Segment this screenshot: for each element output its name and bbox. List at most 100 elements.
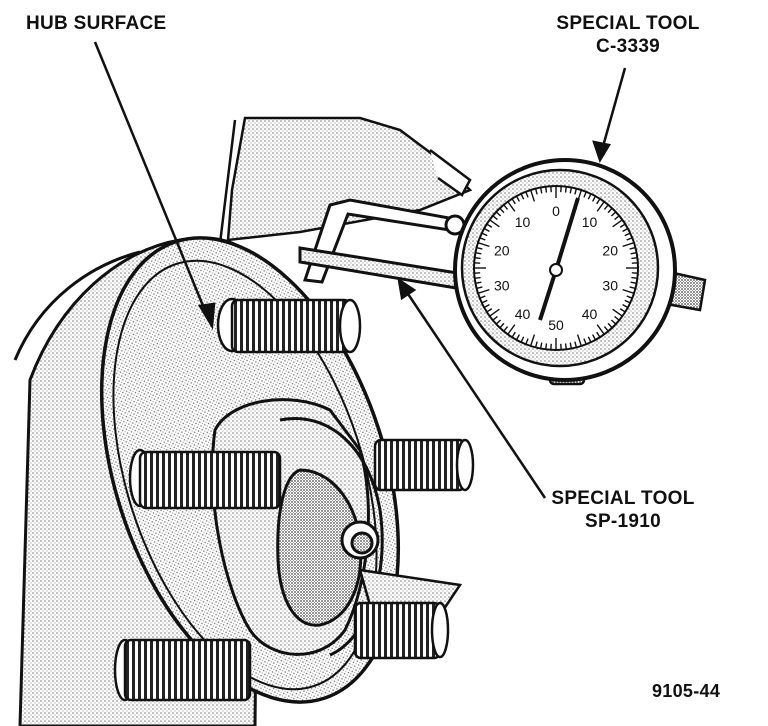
dial-tick: [569, 342, 573, 349]
dial-tick: [564, 186, 567, 193]
wheel-stud-lower-right: [353, 601, 450, 660]
dial-tick: [626, 295, 633, 299]
dial-tick: [479, 237, 486, 241]
dial-tick: [515, 195, 521, 202]
dial-needle: [554, 197, 580, 271]
sp1910-label-line1: SPECIAL TOOL: [551, 488, 695, 509]
dial-scale-number: 20: [494, 242, 510, 258]
dial-tick: [574, 188, 578, 195]
dial-tick: [587, 193, 592, 200]
dial-tick: [477, 288, 490, 295]
dial-tick: [631, 257, 638, 260]
dial-tick: [622, 227, 629, 233]
dial-tick: [545, 186, 548, 193]
wheel-stud-left: [128, 448, 282, 510]
dial-tick: [475, 281, 482, 285]
dial-tick: [629, 246, 636, 250]
dial-tick: [474, 276, 481, 279]
dial-tick: [492, 215, 498, 221]
dial-scale-number: 20: [602, 242, 618, 258]
dial-tick: [603, 204, 609, 210]
dial-tick: [507, 201, 516, 212]
dial-tick: [631, 276, 638, 279]
dial-tick: [612, 308, 623, 317]
dial-tick: [539, 342, 543, 349]
dial-tick: [481, 299, 488, 304]
dial-tick-marks: [474, 186, 638, 350]
dial-scale-number: 30: [494, 278, 510, 294]
c3339-label-line1: SPECIAL TOOL: [556, 13, 700, 34]
dial-tick: [486, 223, 493, 228]
dial-tick: [591, 195, 597, 202]
figure-number: 9105-44: [652, 681, 721, 701]
dial-tick: [539, 187, 543, 194]
dial-tick: [576, 334, 583, 347]
dial-tick: [489, 308, 500, 317]
dial-tick: [630, 281, 637, 285]
dial-scale-number: 0: [552, 203, 560, 219]
dial-tick: [492, 315, 498, 321]
dial-tick: [596, 201, 605, 212]
special-tool-c3339-label: SPECIAL TOOL C-3339: [550, 12, 706, 58]
dial-tick: [583, 338, 587, 345]
dial-tick: [587, 336, 592, 343]
dial-tick: [607, 207, 613, 214]
dial-tick: [596, 331, 601, 338]
dial-scale-number: 10: [582, 214, 598, 230]
dial-tick: [499, 322, 505, 329]
dial-tick: [495, 211, 502, 217]
dial-tick: [534, 188, 538, 195]
dial-scale-number: 40: [582, 306, 598, 322]
special-tool-sp1910-label: SPECIAL TOOL SP-1910: [543, 487, 703, 533]
dial-tick: [486, 308, 493, 313]
dial-tick: [475, 251, 482, 255]
dial-tick: [610, 211, 617, 217]
dial-tick: [503, 204, 509, 210]
c3339-label-line2: C-3339: [595, 36, 661, 57]
dial-tick: [525, 191, 529, 198]
dial-tick: [612, 219, 623, 228]
dial-tick: [614, 215, 620, 221]
dial-tick: [483, 303, 490, 309]
dial-tick: [574, 341, 578, 348]
dial-tick: [477, 241, 490, 248]
dial-tick: [495, 319, 502, 325]
dial-tick: [525, 338, 529, 345]
dial-tick: [476, 246, 483, 250]
dial-tick: [629, 286, 636, 290]
hub-surface-label: HUB SURFACE: [26, 13, 167, 34]
dial-tick: [503, 326, 509, 332]
wheel-stud-top: [216, 297, 362, 354]
dial-tick: [626, 237, 633, 241]
dial-scale-number: 30: [602, 278, 618, 294]
dial-tick: [564, 343, 567, 350]
dial-scale-number: 40: [515, 306, 531, 322]
leader-lines: [93, 41, 627, 499]
dial-tick: [619, 308, 626, 313]
dial-tick: [476, 286, 483, 290]
dial-tick: [474, 257, 481, 260]
dial-tick: [596, 198, 601, 205]
dial-tick: [622, 303, 629, 309]
dial-tick: [481, 232, 488, 237]
dial-tick: [483, 227, 490, 233]
dial-tick: [607, 322, 613, 329]
dial-tick: [583, 191, 587, 198]
dial-tick: [507, 324, 516, 335]
dial-tick: [515, 334, 521, 341]
dial-tick: [596, 324, 605, 335]
dial-tick: [479, 295, 486, 299]
dial-tick: [622, 241, 635, 248]
dial-tick: [622, 288, 635, 295]
c3339-leader: [600, 67, 627, 151]
dial-tick: [610, 319, 617, 325]
dial-tick: [603, 326, 609, 332]
dial-tick: [624, 299, 631, 304]
dial-tick: [619, 223, 626, 228]
dial-tick: [630, 251, 637, 255]
dial-tick: [534, 341, 538, 348]
dial-scale-number: 50: [548, 317, 564, 333]
